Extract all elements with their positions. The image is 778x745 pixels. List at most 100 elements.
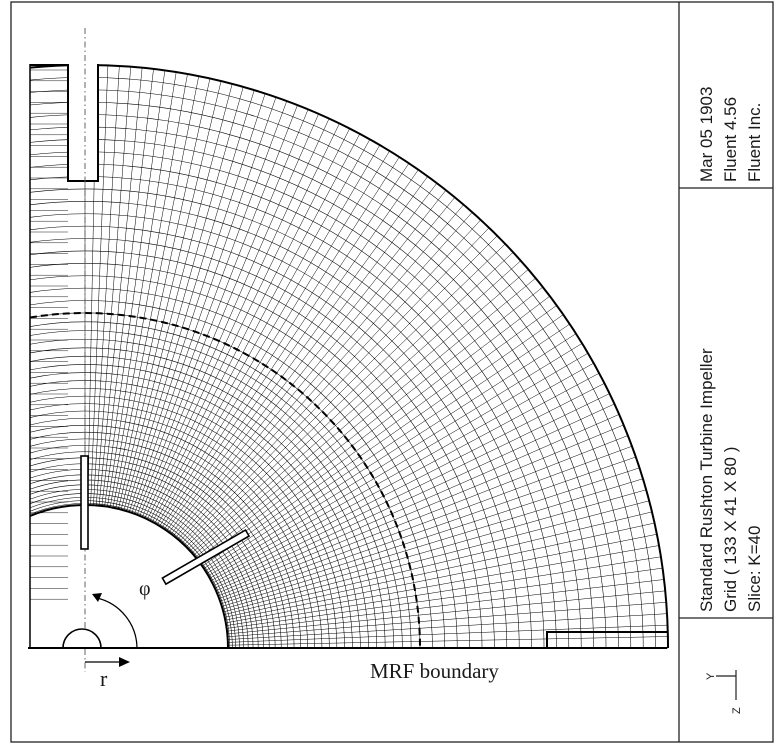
mesh-arc bbox=[29, 287, 446, 649]
mesh-radial bbox=[107, 72, 177, 507]
mesh-arc bbox=[29, 418, 315, 649]
info-panel: Standard Rushton Turbine Impeller Grid (… bbox=[697, 348, 764, 612]
mesh-arc bbox=[29, 225, 508, 649]
mesh-radial bbox=[118, 81, 222, 510]
mesh-radial bbox=[209, 362, 594, 579]
mesh-radial bbox=[183, 227, 490, 546]
mesh-radial bbox=[203, 323, 570, 569]
mesh-arc bbox=[29, 347, 386, 649]
mesh-arc bbox=[29, 163, 570, 649]
mesh-arc bbox=[29, 451, 282, 649]
mesh-radial bbox=[171, 183, 438, 535]
mesh-radial bbox=[227, 613, 668, 640]
mesh-arc bbox=[29, 64, 669, 649]
mesh-radial bbox=[226, 579, 664, 632]
mesh-radial bbox=[136, 105, 298, 515]
angled-blade bbox=[161, 528, 251, 586]
mesh-radial bbox=[166, 169, 419, 531]
mesh-radial bbox=[187, 243, 506, 550]
baffle-slot bbox=[67, 64, 99, 182]
mesh-radial bbox=[179, 212, 473, 542]
mesh-radial bbox=[220, 467, 640, 605]
mesh-radial bbox=[227, 590, 666, 635]
mrf-boundary-dashed bbox=[29, 312, 421, 649]
mesh-radial bbox=[90, 65, 109, 506]
mesh-radial bbox=[134, 100, 288, 514]
mesh-radial bbox=[215, 414, 620, 591]
outer-boundary bbox=[29, 64, 669, 649]
mesh-arc bbox=[29, 484, 249, 649]
mesh-radial bbox=[115, 78, 211, 509]
mesh-radial bbox=[218, 435, 628, 597]
mesh-arc bbox=[29, 463, 270, 649]
mesh-radial bbox=[202, 314, 564, 567]
mesh-radial bbox=[144, 118, 330, 519]
shaft-semicircle bbox=[62, 628, 102, 649]
mesh-arc bbox=[29, 500, 233, 649]
mesh-arc bbox=[29, 300, 433, 649]
mesh-radial bbox=[221, 478, 643, 607]
mesh-radial bbox=[139, 109, 309, 516]
mesh-radial bbox=[152, 133, 361, 523]
mesh-arc bbox=[29, 139, 594, 649]
mesh-radial bbox=[214, 403, 615, 589]
mesh-radial bbox=[226, 556, 661, 626]
mesh-arc bbox=[29, 355, 378, 649]
header-software: Fluent 4.56 bbox=[721, 97, 740, 182]
hub-boundary bbox=[29, 504, 229, 649]
r-label: r bbox=[100, 666, 108, 691]
mesh-radial bbox=[175, 197, 456, 538]
mesh-arc bbox=[29, 339, 394, 649]
mesh-radial bbox=[95, 66, 131, 506]
mesh-radial bbox=[104, 70, 166, 507]
mesh-arc bbox=[29, 425, 308, 649]
mesh-radial bbox=[164, 163, 410, 530]
triad-y-label: Y bbox=[705, 672, 717, 680]
mesh-radial bbox=[223, 500, 650, 613]
mesh-radial bbox=[222, 489, 647, 610]
header-panel: Mar 05 1903 Fluent 4.56 Fluent Inc. bbox=[697, 87, 764, 182]
mesh-arc bbox=[29, 213, 520, 649]
r-arrowhead bbox=[119, 657, 130, 667]
mesh-radial bbox=[210, 372, 600, 581]
mesh-arc bbox=[29, 380, 353, 649]
mesh-radial bbox=[120, 83, 233, 510]
mesh-arc bbox=[29, 388, 345, 649]
phi-label: φ bbox=[139, 578, 151, 600]
mesh-radial bbox=[205, 333, 577, 572]
mesh-radial bbox=[157, 144, 381, 525]
mesh-radial bbox=[149, 128, 350, 521]
header-company: Fluent Inc. bbox=[745, 103, 764, 182]
mesh-arc bbox=[29, 263, 470, 649]
vertical-blade bbox=[80, 455, 89, 550]
phi-arc bbox=[96, 597, 138, 649]
mesh-radial bbox=[154, 139, 371, 524]
mesh-radial bbox=[173, 190, 447, 536]
mesh-radial bbox=[193, 269, 529, 556]
mesh-radial bbox=[131, 97, 277, 513]
mesh-radial bbox=[112, 76, 199, 508]
mesh-arc bbox=[29, 493, 240, 649]
mesh-radial bbox=[198, 295, 550, 562]
mesh-arc bbox=[29, 321, 412, 649]
bottom-right-notch bbox=[546, 631, 667, 648]
mesh-arc bbox=[29, 188, 545, 649]
triad-z-label: Z bbox=[731, 707, 743, 714]
computational-mesh bbox=[29, 64, 669, 649]
mesh-arc bbox=[29, 114, 619, 649]
mesh-radial bbox=[206, 343, 583, 574]
mesh-radial bbox=[177, 204, 464, 540]
header-date: Mar 05 1903 bbox=[697, 87, 716, 182]
info-slice: Slice: K=40 bbox=[745, 526, 764, 612]
mesh-radial bbox=[195, 277, 536, 558]
mesh-arc bbox=[29, 126, 607, 649]
info-grid: Grid ( 133 X 41 X 80 ) bbox=[721, 447, 740, 612]
mesh-arc bbox=[29, 445, 288, 649]
mesh-radial bbox=[227, 624, 668, 643]
mesh-arc bbox=[29, 438, 295, 649]
mesh-radial bbox=[224, 522, 655, 618]
mesh-arc bbox=[29, 201, 532, 649]
mesh-radial bbox=[168, 176, 428, 533]
mesh-radial bbox=[208, 352, 589, 576]
